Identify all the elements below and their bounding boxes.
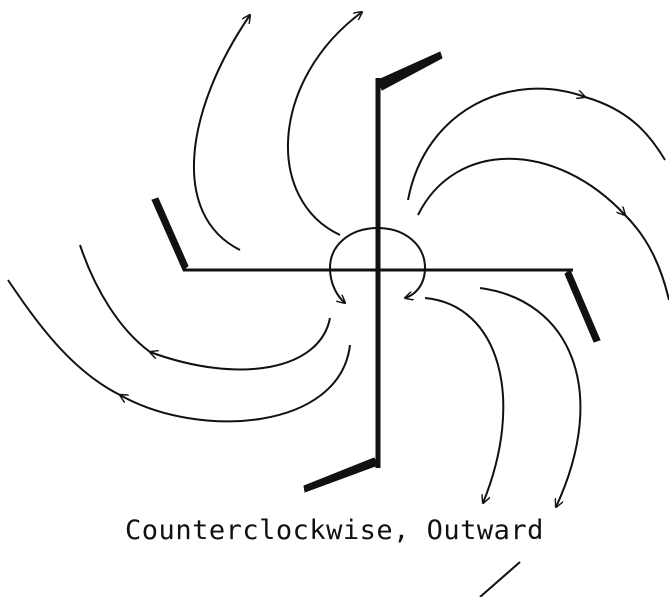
flow-curve-top-right-inner (418, 159, 625, 215)
flow-curve-top-left-outer (194, 15, 250, 250)
hook-bottom (304, 458, 378, 492)
center-arc-right (378, 228, 425, 298)
flow-curves (8, 12, 669, 507)
flow-curve-bottom-left-outer (120, 345, 350, 421)
hook-top (378, 52, 442, 90)
center-arc-left (330, 228, 378, 303)
flow-curve-bottom-left-inner-ext (80, 245, 150, 352)
flow-curve-top-right-inner-ext (625, 215, 669, 300)
flow-curve-bottom-right-inner (425, 298, 503, 503)
flow-curve-top-right-outer-ext (585, 97, 665, 160)
hook-left (152, 198, 188, 270)
stray-line (480, 562, 520, 597)
flow-curve-top-right-outer (408, 89, 585, 200)
flow-curve-top-left-inner (288, 12, 362, 235)
cross-figure (152, 52, 600, 492)
flow-curve-bottom-right-outer (480, 288, 580, 507)
diagram-caption: Counterclockwise, Outward (0, 515, 669, 546)
hook-right (565, 270, 600, 342)
flow-curve-bottom-left-inner (150, 318, 330, 369)
